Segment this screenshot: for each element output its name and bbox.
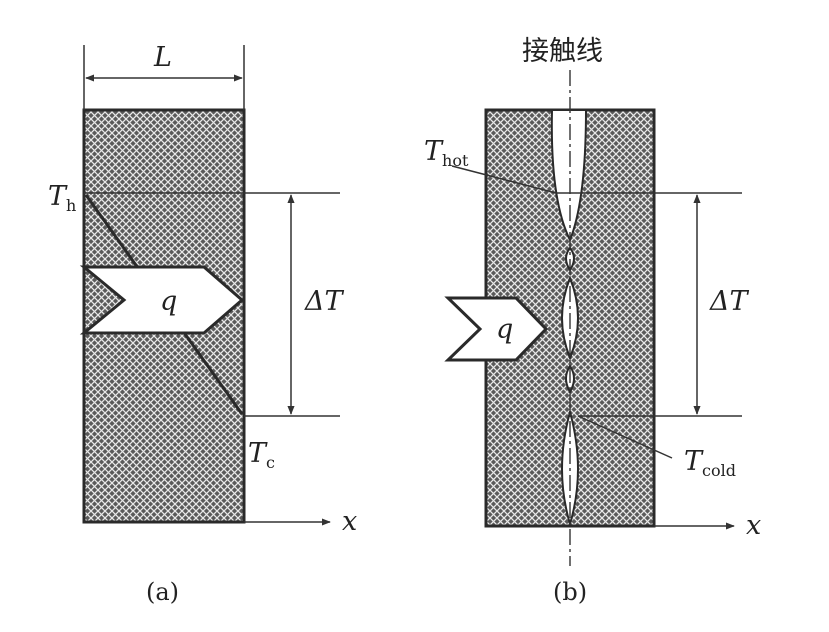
flux-label-b: q [496, 314, 513, 345]
x-axis-label-a: x [342, 506, 357, 537]
delta-t-label-a: ΔT [304, 286, 344, 317]
caption-a: (a) [146, 578, 179, 606]
t-hot-label-a: Th [48, 181, 76, 215]
t-cold-label-b: Tcold [684, 446, 736, 480]
width-label: L [153, 42, 172, 73]
t-cold-label-a: Tc [248, 438, 275, 472]
panel-b: 接触线 Thot Tcold q ΔT x (b) [424, 36, 761, 606]
x-axis-label-b: x [746, 510, 761, 541]
heat-flux-arrow-a [79, 265, 245, 335]
flux-label-a: q [160, 286, 177, 317]
cold-leader-b [577, 415, 673, 459]
contact-line-label: 接触线 [522, 36, 603, 67]
panel-a: L q ΔT Th Tc x (a) [48, 42, 357, 606]
t-hot-label-b: Thot [424, 136, 469, 170]
heat-flux-arrow-b [444, 296, 549, 362]
delta-t-label-b: ΔT [709, 286, 749, 317]
hot-leader-b [451, 165, 557, 194]
caption-b: (b) [553, 578, 587, 606]
